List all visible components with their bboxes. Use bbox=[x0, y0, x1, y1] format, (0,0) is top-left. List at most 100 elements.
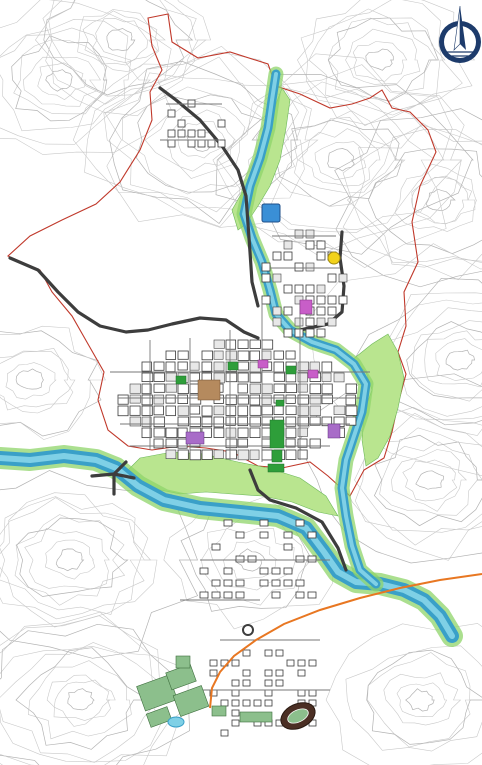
city-block bbox=[117, 405, 129, 417]
contour-line bbox=[0, 623, 190, 765]
contour-line bbox=[353, 277, 482, 426]
city-block bbox=[249, 339, 261, 349]
city-block bbox=[242, 669, 251, 677]
city-block bbox=[316, 284, 326, 294]
city-block bbox=[261, 295, 271, 305]
contour-line bbox=[46, 674, 116, 727]
contour-line bbox=[0, 18, 151, 145]
city-block bbox=[167, 139, 176, 148]
city-block bbox=[225, 438, 238, 449]
city-block bbox=[213, 449, 224, 459]
contour-line bbox=[215, 73, 474, 255]
city-block bbox=[316, 240, 326, 250]
sports-field bbox=[239, 711, 273, 723]
contour-line bbox=[365, 48, 394, 71]
city-block bbox=[225, 394, 237, 405]
city-block bbox=[199, 591, 209, 599]
city-block bbox=[141, 361, 152, 372]
city-block bbox=[231, 699, 240, 707]
contour-line bbox=[15, 647, 150, 750]
contour-line bbox=[379, 441, 482, 516]
city-block bbox=[273, 405, 284, 416]
city-block bbox=[201, 416, 213, 428]
city-block bbox=[327, 273, 337, 283]
contour-line bbox=[308, 8, 446, 116]
city-block bbox=[308, 689, 317, 697]
city-block bbox=[197, 139, 206, 148]
city-block bbox=[213, 416, 225, 428]
city-block bbox=[283, 306, 293, 316]
city-block bbox=[295, 555, 305, 563]
contour-line bbox=[0, 642, 161, 763]
city-block bbox=[286, 659, 295, 667]
contour-line bbox=[0, 325, 106, 440]
land-use-zones bbox=[175, 251, 341, 473]
city-block bbox=[213, 405, 225, 416]
contour-line bbox=[0, 350, 74, 411]
city-block bbox=[209, 669, 218, 677]
contour-line bbox=[45, 0, 207, 105]
contour-line bbox=[0, 0, 173, 155]
contour-line bbox=[424, 330, 482, 388]
contour-line bbox=[0, 496, 158, 620]
city-block bbox=[264, 669, 273, 677]
city-block bbox=[295, 591, 305, 599]
city-block bbox=[309, 416, 321, 426]
city-block bbox=[177, 119, 186, 128]
city-block bbox=[249, 350, 260, 362]
city-block bbox=[305, 229, 315, 239]
city-block bbox=[283, 531, 293, 539]
city-block bbox=[294, 284, 304, 294]
city-block bbox=[283, 543, 293, 551]
contour-line bbox=[43, 0, 194, 96]
contour-line bbox=[217, 64, 462, 256]
city-block bbox=[225, 449, 237, 460]
contour-line bbox=[212, 53, 465, 268]
contour-line bbox=[396, 682, 448, 717]
pond bbox=[167, 716, 185, 728]
contour-line bbox=[411, 176, 469, 225]
city-block bbox=[153, 383, 166, 393]
city-block bbox=[235, 579, 245, 587]
magenta-zone bbox=[299, 299, 313, 315]
city-block bbox=[285, 394, 296, 404]
city-block bbox=[249, 394, 261, 406]
city-block bbox=[261, 273, 271, 283]
city-block bbox=[235, 555, 245, 563]
city-block bbox=[264, 699, 273, 707]
city-block bbox=[271, 567, 281, 575]
city-block bbox=[217, 139, 226, 148]
city-block bbox=[225, 339, 237, 350]
contour-line bbox=[27, 660, 132, 740]
city-block bbox=[177, 350, 189, 360]
city-block bbox=[237, 350, 250, 361]
contour-line bbox=[435, 338, 482, 381]
city-block bbox=[283, 579, 293, 587]
contour-line bbox=[103, 72, 290, 213]
contour-line bbox=[297, 128, 381, 187]
city-block bbox=[237, 361, 249, 371]
contour-line bbox=[297, 373, 482, 564]
city-block bbox=[189, 449, 202, 461]
contour-line bbox=[297, 0, 476, 125]
contour-line bbox=[345, 28, 421, 85]
city-block bbox=[297, 361, 309, 371]
city-block bbox=[189, 361, 200, 371]
river-highlight bbox=[242, 72, 378, 586]
main-road bbox=[8, 256, 260, 340]
city-block bbox=[261, 339, 274, 350]
city-block bbox=[247, 555, 257, 563]
contour-line bbox=[45, 69, 73, 92]
contour-line bbox=[16, 517, 129, 597]
city-block bbox=[217, 119, 226, 128]
city-block bbox=[305, 262, 315, 272]
city-block bbox=[345, 394, 356, 406]
reservoir bbox=[261, 203, 281, 223]
city-block bbox=[261, 350, 272, 360]
city-block bbox=[223, 519, 233, 527]
city-block bbox=[237, 449, 250, 461]
city-block bbox=[333, 405, 346, 415]
contour-line bbox=[121, 86, 284, 195]
